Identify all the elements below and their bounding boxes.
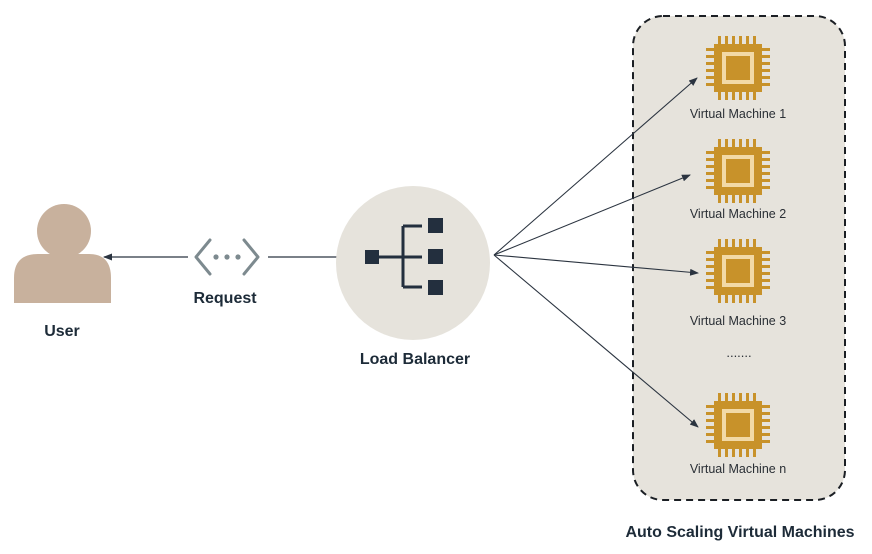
vm3-cpu-chip-icon <box>706 239 770 303</box>
vmn-cpu-chip-icon <box>706 393 770 457</box>
vm-ellipsis: ....... <box>726 345 752 360</box>
user-label: User <box>44 323 80 340</box>
load-balancer-label: Load Balancer <box>359 351 471 368</box>
vm1-label: Virtual Machine 1 <box>689 107 787 121</box>
user-silhouette-icon <box>14 204 111 303</box>
arrow-lb-to-vm2 <box>493 174 691 256</box>
arrow-lb-to-vmn <box>493 254 699 428</box>
vm3-label: Virtual Machine 3 <box>689 314 787 328</box>
vm2-cpu-chip-icon <box>706 139 770 203</box>
vm2-label: Virtual Machine 2 <box>689 207 787 221</box>
arrow-lb-to-vm1 <box>493 77 698 256</box>
vm1-cpu-chip-icon <box>706 36 770 100</box>
load-balancer-icon <box>336 186 490 340</box>
request-code-icon <box>194 238 260 276</box>
vmn-label: Virtual Machine n <box>689 462 787 476</box>
request-label: Request <box>193 290 257 307</box>
arrow-lb-to-vm3 <box>493 254 699 276</box>
auto-scaling-group-label: Auto Scaling Virtual Machines <box>625 524 855 541</box>
